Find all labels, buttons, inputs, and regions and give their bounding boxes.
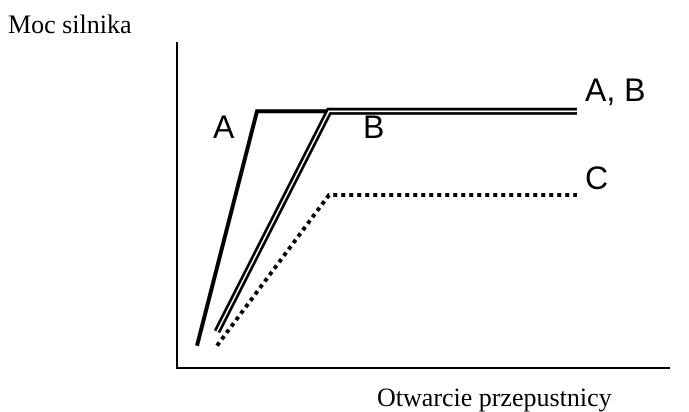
label-series-a: A xyxy=(213,109,235,145)
series-layer xyxy=(195,107,577,347)
series-b-line-inner xyxy=(216,110,577,333)
label-series-ab-end: A, B xyxy=(585,72,645,108)
series-c-line xyxy=(215,193,577,347)
series-b-line xyxy=(213,107,577,334)
y-axis-title: Moc silnika xyxy=(8,10,132,39)
label-series-b: B xyxy=(363,109,384,145)
series-a-line xyxy=(195,109,577,347)
x-axis-title: Otwarcie przepustnicy xyxy=(377,383,612,412)
label-series-c-end: C xyxy=(585,160,608,196)
